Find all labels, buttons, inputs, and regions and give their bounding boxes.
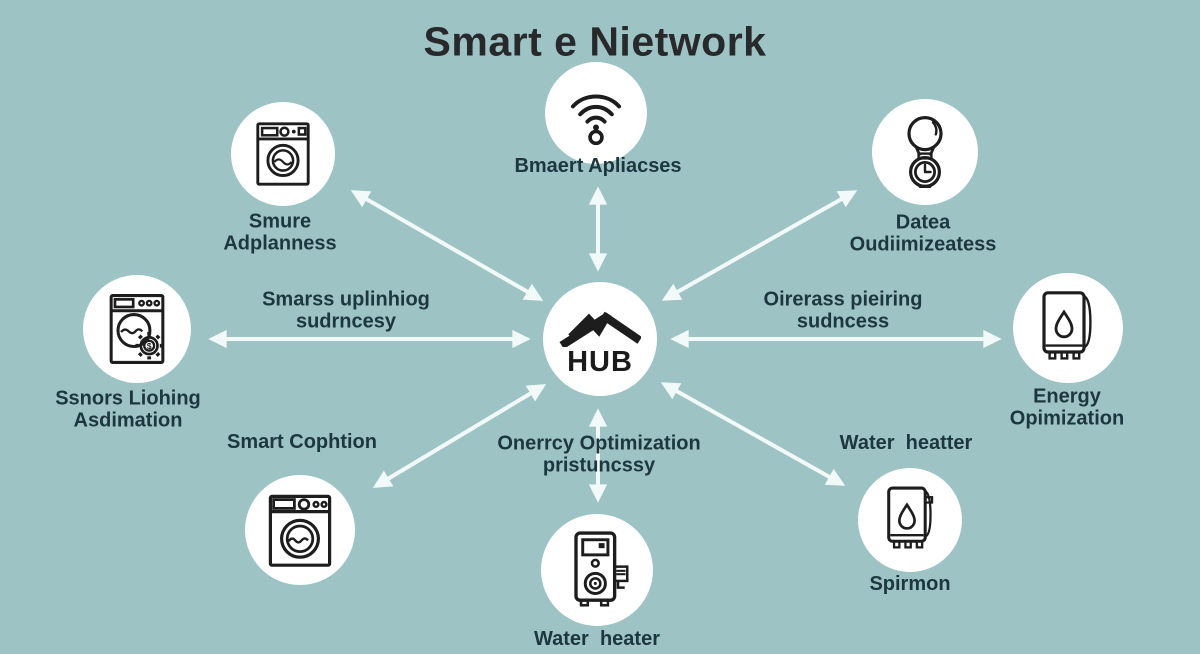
edge-label-right: Oirerass pieiring sudncess [763, 288, 923, 332]
edge-label-bottom: Onerrcy Optimization pristuncssy [497, 432, 701, 476]
washing-machine-icon [268, 494, 332, 567]
node-top-right-label: Datea Oudiimizeatess [849, 211, 997, 255]
node-top-right-circle [872, 99, 978, 205]
boiler-icon [574, 531, 629, 607]
arrow-hub-bottom-right [660, 382, 846, 486]
node-top-label: Bmaert Apliacses [514, 155, 682, 178]
node-bottom-right-label-below: Spirmon [869, 573, 951, 596]
node-bottom-circle [541, 514, 653, 626]
water-heater-icon [887, 486, 934, 549]
node-bottom-left-label: Smart Cophtion [227, 431, 377, 454]
house-roof-icon [559, 311, 641, 347]
node-right-circle [1013, 273, 1123, 383]
hub-label: HUB [567, 346, 633, 378]
node-bottom-left-circle [245, 475, 355, 585]
node-left-label: Ssnors Liohing Asdimation [55, 387, 201, 431]
svg-text:$: $ [147, 341, 152, 351]
node-top-circle [545, 62, 647, 164]
wifi-icon [570, 94, 622, 146]
arrow-hub-bottom-left [372, 384, 547, 488]
diagram-title: Smart e Nietwork [423, 18, 767, 65]
arrow-hub-top-right [661, 190, 858, 301]
arrow-hub-top-left [350, 190, 544, 301]
hub-circle: HUB [543, 282, 657, 396]
washing-machine-gear-icon: $ [109, 294, 165, 364]
lightbulb-timer-icon [907, 116, 943, 188]
edge-label-left: Smarss uplinhiog sudrncesy [262, 288, 430, 332]
node-bottom-right-circle [858, 468, 962, 572]
node-bottom-label: Water heater [534, 628, 660, 651]
washing-machine-icon [256, 122, 310, 186]
node-left-circle: $ [83, 275, 191, 383]
gear-dollar-icon: $ [135, 332, 163, 360]
node-top-left-label: Smure Adplanness [223, 210, 337, 254]
water-heater-icon [1042, 291, 1092, 360]
node-right-label: Energy Opimization [1009, 385, 1125, 429]
node-top-left-circle [231, 102, 335, 206]
node-bottom-right-label-above: Water heatter [839, 432, 973, 455]
